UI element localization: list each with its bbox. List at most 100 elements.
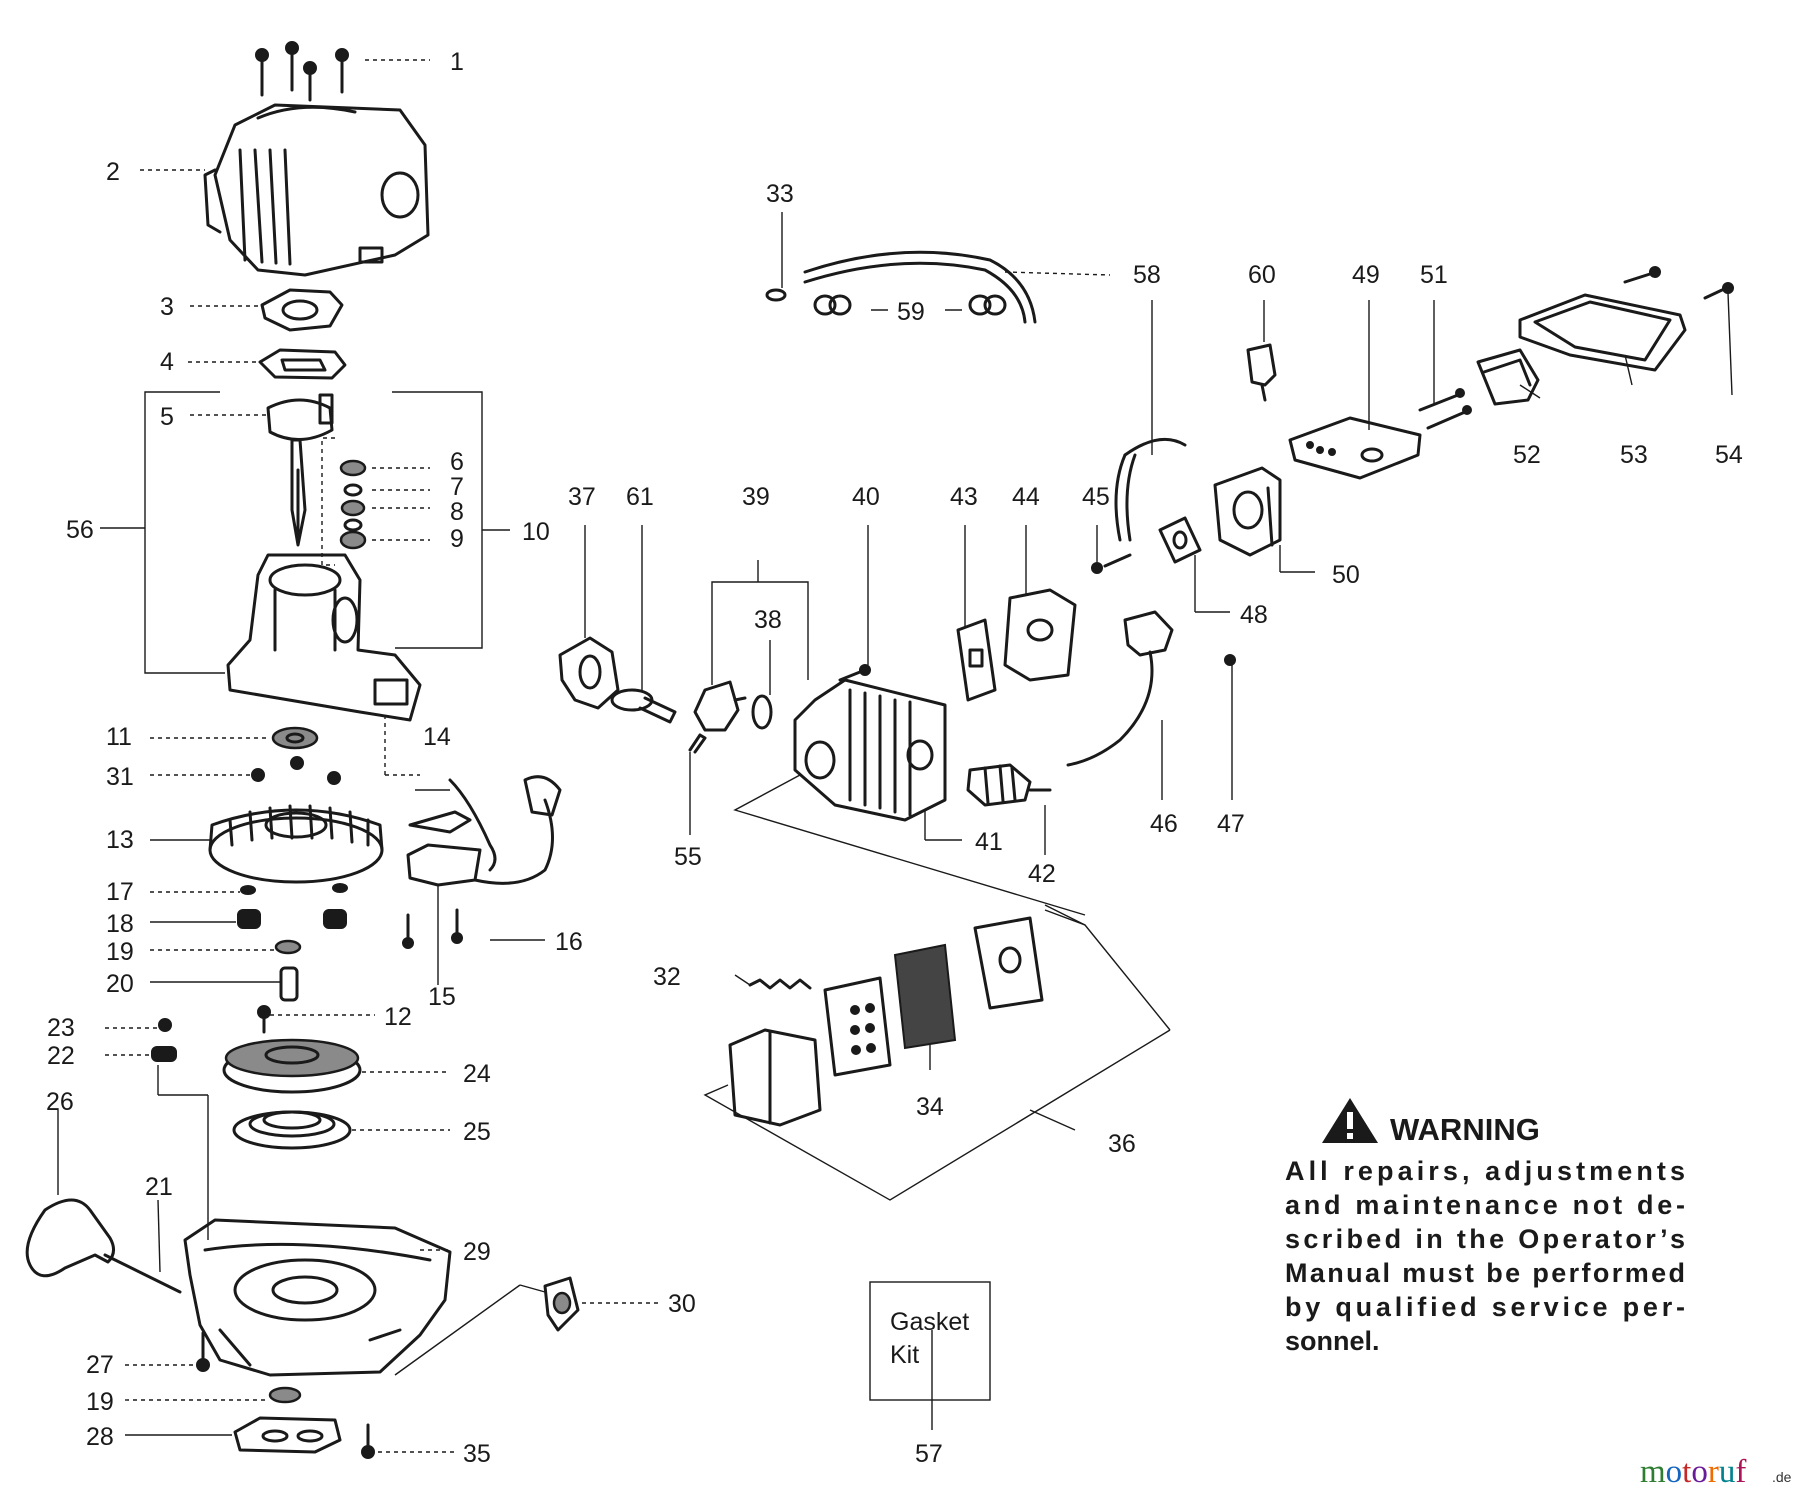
callout-17: 17 xyxy=(106,878,134,906)
warning-line-1: All repairs, adjustments xyxy=(1285,1156,1685,1186)
pawl-screw xyxy=(158,1018,172,1032)
exhaust-plate xyxy=(260,288,344,332)
callout-46: 46 xyxy=(1150,810,1178,838)
warning-line-3: scribed in the Operator’s xyxy=(1285,1224,1685,1254)
muffler-spring xyxy=(748,978,812,990)
callout-6: 6 xyxy=(450,448,464,476)
starter-handle xyxy=(25,1198,182,1294)
wrist-pin-clip xyxy=(688,733,707,754)
callout-9: 9 xyxy=(450,525,464,553)
callout-30: 30 xyxy=(668,1290,696,1318)
left-leaders xyxy=(57,59,660,1453)
warning-block: WARNING All repairs, adjustments and mai… xyxy=(1285,1098,1685,1356)
stop-switch xyxy=(1066,610,1236,767)
callout-27: 27 xyxy=(86,1351,114,1379)
callout-2: 2 xyxy=(106,158,120,186)
ignition-module xyxy=(402,775,562,949)
callout-18: 18 xyxy=(106,910,134,938)
callout-43: 43 xyxy=(950,483,978,511)
callout-53: 53 xyxy=(1620,441,1648,469)
fuel-lines xyxy=(765,250,1187,542)
callout-14: 14 xyxy=(423,723,451,751)
svg-text:motoruf: motoruf xyxy=(1640,1454,1746,1490)
logo-letter-2: o xyxy=(1666,1454,1683,1490)
callout-3: 3 xyxy=(160,293,174,321)
gasket-kit-box: Gasket Kit xyxy=(869,1281,991,1401)
logo-letter-6: u xyxy=(1719,1454,1736,1490)
warning-line-6: sonnel. xyxy=(1285,1326,1380,1356)
callout-39: 39 xyxy=(742,483,770,511)
cover-screws xyxy=(1623,266,1734,300)
callout-1: 1 xyxy=(450,48,464,76)
cylinder-shroud xyxy=(203,103,430,277)
carburetor xyxy=(1213,466,1282,557)
callout-33: 33 xyxy=(766,180,794,208)
washer-19-bottom xyxy=(268,1386,302,1404)
starter-housing xyxy=(183,1218,452,1377)
callout-38: 38 xyxy=(754,606,782,634)
callout-40: 40 xyxy=(852,483,880,511)
callout-13: 13 xyxy=(106,826,134,854)
callout-15: 15 xyxy=(428,983,456,1011)
callout-20: 20 xyxy=(106,970,134,998)
callout-16: 16 xyxy=(555,928,583,956)
warning-line-4: Manual must be performed xyxy=(1285,1258,1685,1288)
pulley-screw xyxy=(257,1005,271,1034)
callout-55: 55 xyxy=(674,843,702,871)
warning-line-2: and maintenance not de- xyxy=(1285,1190,1685,1220)
callout-45: 45 xyxy=(1082,483,1110,511)
logo-letter-4: o xyxy=(1691,1454,1708,1490)
warning-triangle-icon xyxy=(1322,1098,1378,1143)
intake-gasket xyxy=(956,618,997,702)
screw-35 xyxy=(361,1423,375,1459)
throttle-bracket xyxy=(1288,416,1422,480)
starter-pulley xyxy=(222,1038,362,1094)
crankshaft xyxy=(266,393,334,547)
muffler-plate xyxy=(823,976,892,1077)
air-filter-element xyxy=(1476,348,1540,406)
callout-7: 7 xyxy=(450,473,464,501)
callout-24: 24 xyxy=(463,1060,491,1088)
intake-adapter xyxy=(1003,588,1077,682)
cylinder xyxy=(793,678,947,822)
clutch-shoes xyxy=(237,883,348,929)
callout-5: 5 xyxy=(160,403,174,431)
washer-19-top xyxy=(274,939,302,955)
callout-35: 35 xyxy=(463,1440,491,1468)
callout-51: 51 xyxy=(1420,261,1448,289)
callout-10: 10 xyxy=(522,518,550,546)
crankcase xyxy=(226,553,422,722)
housing-screw-27 xyxy=(196,1331,210,1372)
spark-plug xyxy=(966,763,1052,807)
exhaust-gasket xyxy=(258,348,347,380)
crank-seals xyxy=(339,459,367,550)
piston xyxy=(693,680,747,732)
flywheel xyxy=(208,804,384,884)
callout-19-top: 19 xyxy=(106,938,134,966)
callout-54: 54 xyxy=(1715,441,1743,469)
spark-screen xyxy=(893,943,957,1050)
callout-28: 28 xyxy=(86,1423,114,1451)
gasket-kit-line1: Gasket xyxy=(890,1308,969,1336)
middle-leaders xyxy=(584,212,1733,1430)
air-screws xyxy=(1418,388,1472,430)
callout-23: 23 xyxy=(47,1014,75,1042)
warning-line-5: by qualified service per- xyxy=(1285,1292,1685,1322)
callout-32: 32 xyxy=(653,963,681,991)
callout-36: 36 xyxy=(1108,1130,1136,1158)
rewind-spring xyxy=(232,1110,352,1150)
callout-48: 48 xyxy=(1240,601,1268,629)
callout-59: 59 xyxy=(897,298,925,326)
callout-8: 8 xyxy=(450,498,464,526)
callout-25: 25 xyxy=(463,1118,491,1146)
muffler-heat-shield xyxy=(973,916,1044,1010)
muffler-gasket xyxy=(558,636,620,710)
logo-letter-5: r xyxy=(1708,1454,1719,1490)
callout-44: 44 xyxy=(1012,483,1040,511)
muffler-body xyxy=(728,1028,822,1127)
callout-61: 61 xyxy=(626,483,654,511)
cylinder-screw xyxy=(838,664,871,682)
intake-screw xyxy=(1091,553,1132,574)
flywheel-screws xyxy=(251,756,341,785)
